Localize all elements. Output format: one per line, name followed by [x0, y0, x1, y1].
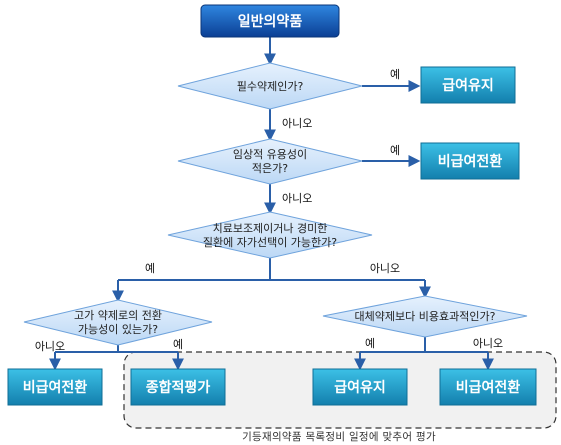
decision-expensive-switch-line2: 가능성이 있는가? [78, 323, 158, 336]
q5-yes-label: 예 [365, 337, 375, 350]
q3-yes-label: 예 [145, 262, 155, 275]
q1-yes-label: 예 [390, 68, 400, 81]
q1-no-label: 아니오 [282, 117, 312, 130]
decision-self-selection-line1: 치료보조제이거나 경미한 [213, 222, 328, 235]
result-non-coverage-1: 비급여전환 [420, 142, 520, 180]
q2-yes-label: 예 [390, 144, 400, 157]
start-box: 일반의약품 [200, 4, 340, 38]
decision-expensive-switch-line1: 고가 약제로의 전환 [74, 308, 162, 322]
q4-no-label: 아니오 [35, 340, 65, 353]
result-non-coverage-1-label: 비급여전환 [438, 153, 503, 170]
decision-essential-drug-text: 필수약제인가? [237, 79, 304, 93]
decision-self-selection-line2: 질환에 자가선택이 가능한가? [203, 236, 337, 249]
decision-cost-effectiveness: 대체약제보다 비용효과적인가? [322, 295, 528, 338]
result-maintain-coverage-2: 급여유지 [312, 368, 408, 406]
evaluation-group-caption: 기등재의약품 목록정비 일정에 맞추어 평가 [242, 430, 436, 443]
result-non-coverage-2: 비급여전환 [7, 368, 103, 406]
result-comprehensive-evaluation-label: 종합적평가 [146, 379, 211, 396]
decision-essential-drug: 필수약제인가? [177, 62, 363, 110]
q3-no-label: 아니오 [370, 262, 400, 275]
decision-self-selection: 치료보조제이거나 경미한 질환에 자가선택이 가능한가? [167, 211, 373, 259]
decision-low-clinical-utility: 임상적 유용성이 적은가? [177, 138, 363, 185]
result-maintain-coverage-1: 급여유지 [420, 66, 516, 104]
decision-expensive-switch: 고가 약제로의 전환 가능성이 있는가? [23, 299, 213, 346]
result-maintain-coverage-1-label: 급여유지 [442, 77, 494, 94]
result-non-coverage-2-label: 비급여전환 [23, 379, 88, 396]
result-maintain-coverage-2-label: 급여유지 [334, 379, 386, 396]
start-label: 일반의약품 [238, 13, 303, 30]
decision-cost-effectiveness-text: 대체약제보다 비용효과적인가? [355, 309, 496, 323]
connectors [49, 37, 494, 371]
q2-no-label: 아니오 [282, 192, 312, 205]
result-non-coverage-3-label: 비급여전환 [456, 379, 521, 396]
q4-yes-label: 예 [173, 338, 183, 351]
decision-low-clinical-utility-line2: 적은가? [252, 162, 288, 175]
decision-low-clinical-utility-line1: 임상적 유용성이 [233, 148, 307, 161]
result-comprehensive-evaluation: 종합적평가 [130, 368, 226, 406]
result-non-coverage-3: 비급여전환 [439, 368, 537, 406]
q5-no-label: 아니오 [473, 337, 503, 350]
